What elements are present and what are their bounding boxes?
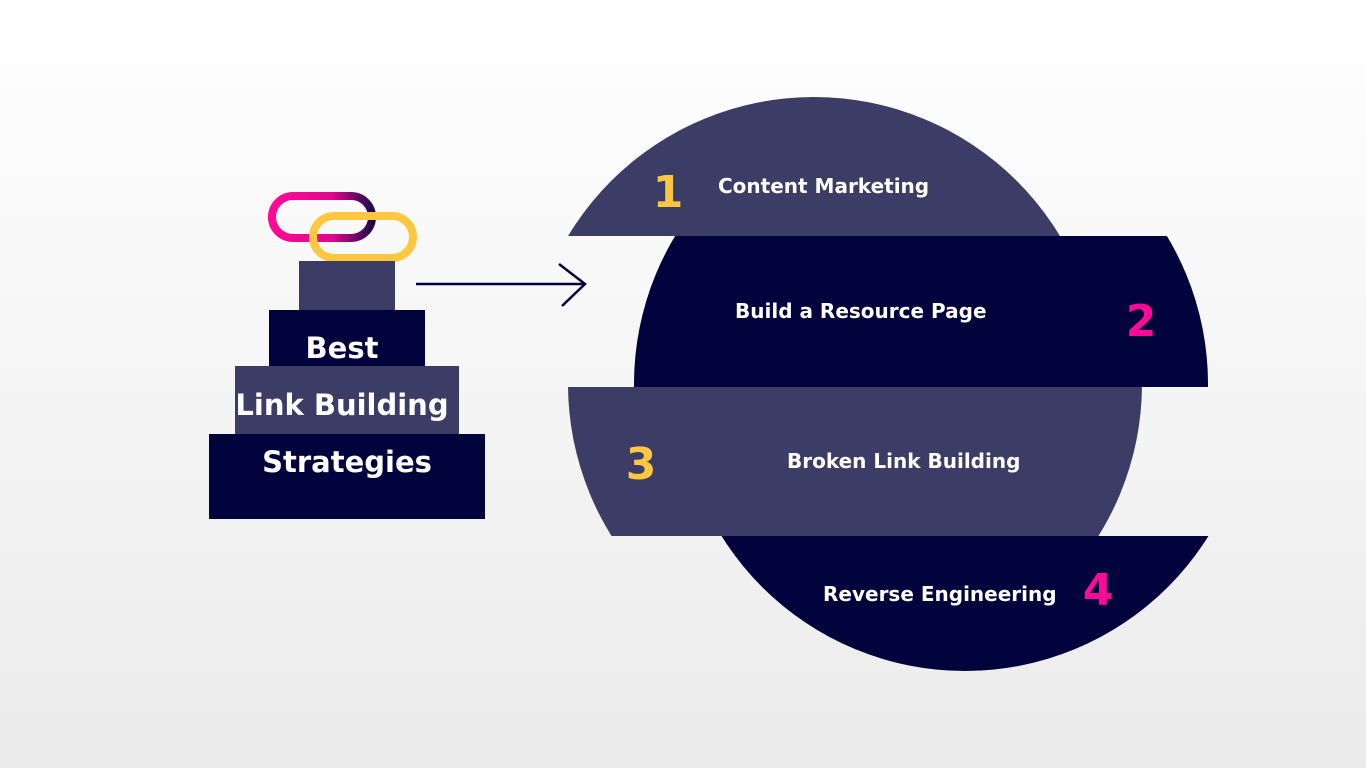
strategy-number-4: 4 — [1083, 565, 1114, 616]
pyramid-line-strategies: Strategies — [262, 445, 432, 479]
chain-link-icon — [268, 192, 417, 262]
strategy-number-2: 2 — [1126, 296, 1157, 347]
pyramid-line-link-building: Link Building — [235, 388, 448, 422]
pyramid-line-best: Best — [306, 331, 379, 365]
band-broken-link-building — [568, 387, 1142, 536]
pyramid-top-block — [299, 261, 395, 310]
arrow-right-icon — [416, 263, 587, 307]
strategy-label-1: Content Marketing — [718, 174, 929, 198]
band-content-marketing — [568, 97, 1060, 236]
band-build-resource-page — [634, 236, 1208, 387]
pyramid-block-1 — [269, 310, 425, 366]
band-reverse-engineering — [721, 536, 1209, 671]
chain-link-yellow — [309, 212, 417, 262]
strategy-label-2: Build a Resource Page — [735, 299, 987, 323]
strategy-label-3: Broken Link Building — [787, 449, 1020, 473]
strategy-number-1: 1 — [653, 167, 684, 218]
strategy-label-4: Reverse Engineering — [823, 582, 1057, 606]
pyramid-block-3 — [209, 434, 485, 519]
strategy-number-3: 3 — [626, 439, 657, 490]
pyramid-block-2 — [235, 366, 459, 434]
